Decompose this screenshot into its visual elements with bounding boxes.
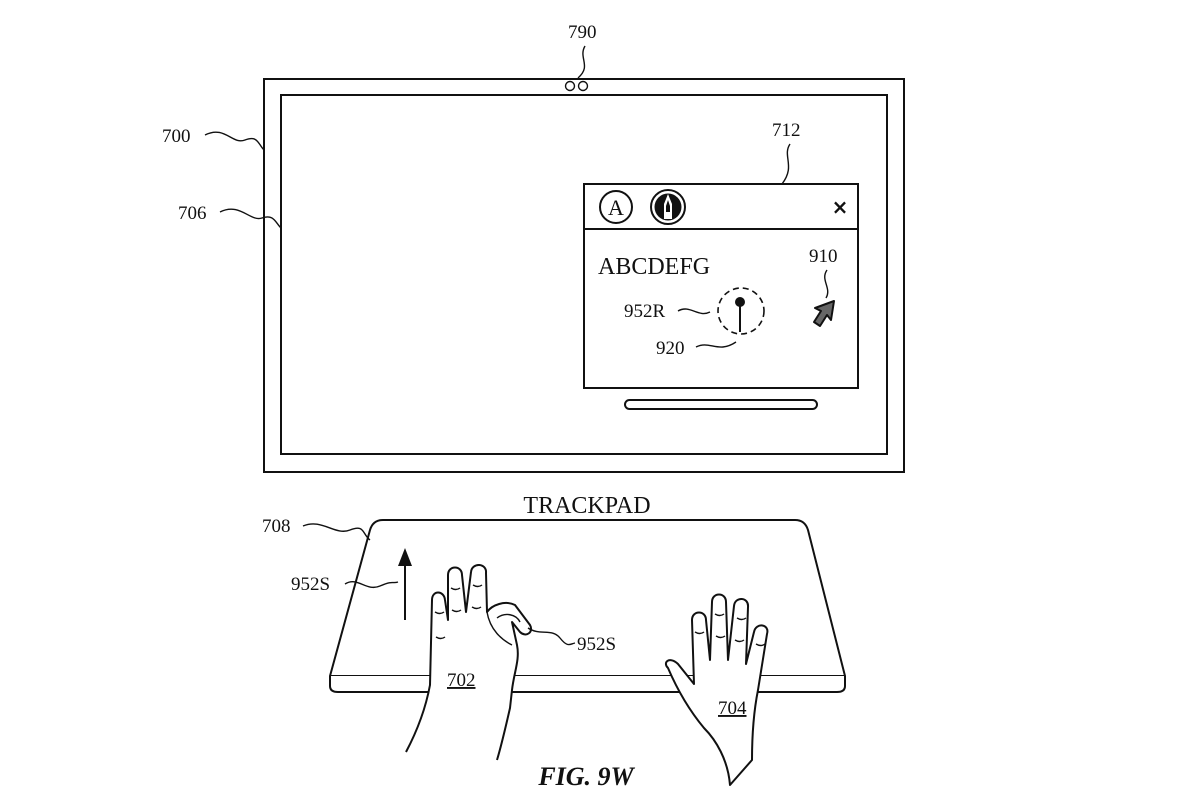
trackpad-title: TRACKPAD: [523, 493, 650, 519]
figure-caption: FIG. 9W: [537, 762, 635, 791]
ref-gesture-left: 952S: [291, 574, 330, 595]
handwriting-window: A × ABCDEFG: [584, 184, 858, 388]
ref-trackpad: 708: [262, 516, 291, 537]
ref-display: 706: [178, 203, 207, 224]
stroke-indicator: [718, 288, 764, 334]
leader-device: [205, 132, 264, 150]
ref-camera: 790: [568, 22, 597, 43]
trackpad[interactable]: [330, 520, 845, 692]
leader-cursor: [696, 342, 736, 347]
ref-cursor: 920: [656, 338, 685, 359]
close-icon[interactable]: ×: [832, 195, 849, 219]
pen-tool-icon[interactable]: [651, 190, 685, 224]
text-mode-icon[interactable]: A: [600, 191, 632, 223]
handwritten-text: ABCDEFG: [598, 254, 710, 280]
text-mode-icon-letter: A: [608, 195, 624, 220]
leader-stroke: [678, 309, 710, 314]
leader-display: [220, 209, 281, 228]
leader-window: [782, 144, 790, 184]
ref-window: 712: [772, 120, 801, 141]
ref-left-hand: 702: [447, 670, 476, 691]
ref-stroke: 952R: [624, 301, 666, 322]
camera-icon: [566, 82, 588, 91]
leader-pointer: [825, 270, 828, 298]
pointer-cursor-icon: [814, 301, 834, 326]
leader-camera: [578, 46, 585, 78]
leader-trackpad: [303, 524, 370, 540]
ref-device: 700: [162, 126, 191, 147]
ref-right-hand: 704: [718, 698, 747, 719]
window-frame: [584, 184, 858, 388]
ref-pointer: 910: [809, 246, 838, 267]
home-indicator-bar: [625, 400, 817, 409]
ref-gesture-right: 952S: [577, 634, 616, 655]
